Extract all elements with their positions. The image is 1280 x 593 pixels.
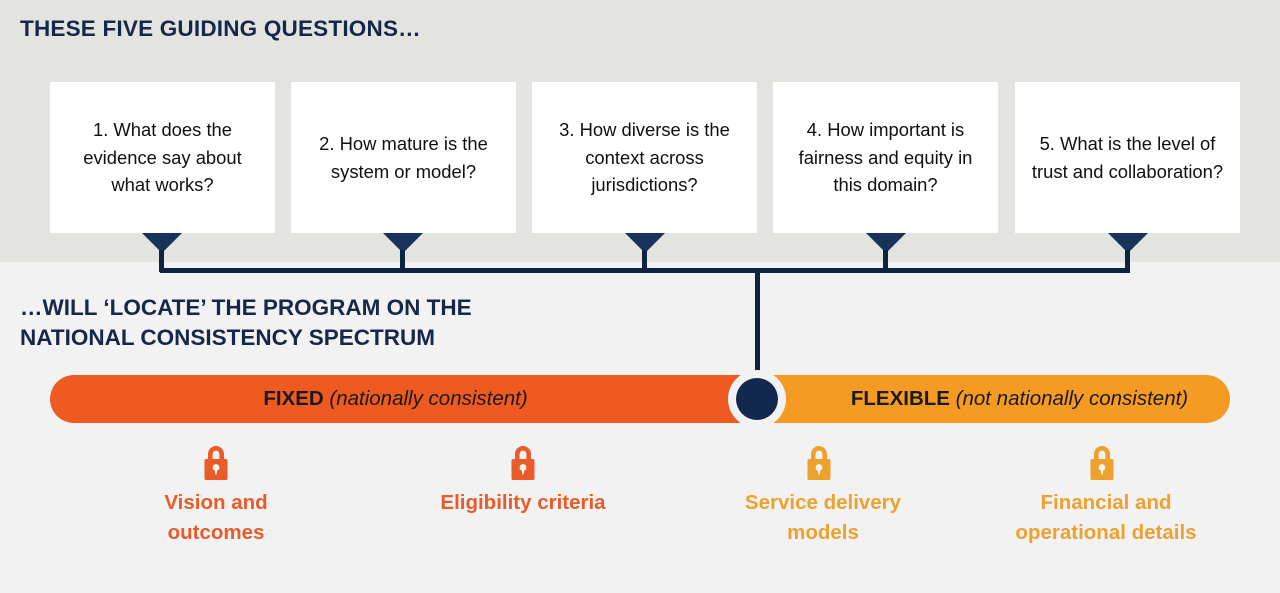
spectrum-heading: …WILL ‘LOCATE’ THE PROGRAM ON THE NATION… (20, 293, 580, 353)
connector-bus-line (160, 268, 1130, 273)
question-card-1-text: 1. What does the evidence say about what… (83, 118, 242, 196)
lock-item-service-delivery-models: Service delivery models (728, 440, 918, 547)
spectrum-heading-line-1: …WILL ‘LOCATE’ THE PROGRAM ON THE (20, 295, 472, 320)
lock-item-eligibility-criteria: Eligibility criteria (428, 440, 618, 518)
spectrum-fixed-label: FIXED (nationally consistent) (263, 387, 527, 411)
question-card-4: 4. How important is fairness and equity … (773, 82, 998, 233)
lock-open-icon (807, 446, 831, 480)
question-card-5: 5. What is the level of trust and collab… (1015, 82, 1240, 233)
spectrum-marker-dot[interactable] (736, 378, 778, 420)
connector-stem-2 (400, 250, 405, 272)
lock-closed-icon (511, 446, 535, 480)
lock-label-vision-and-outcomes: Vision and outcomes (164, 491, 268, 544)
spectrum-flexible-qualifier: (not nationally consistent) (955, 387, 1189, 410)
connector-arrow-1-icon (142, 233, 182, 253)
spectrum-fixed-title: FIXED (263, 387, 324, 410)
spectrum-fixed-qualifier: (nationally consistent) (329, 387, 528, 410)
lock-label-financial-and-operational-details: Financial and operational details (1015, 491, 1197, 544)
spectrum-panel (0, 262, 1280, 593)
question-card-1: 1. What does the evidence say about what… (50, 82, 275, 233)
lock-label-service-delivery-models: Service delivery models (744, 491, 902, 544)
question-card-3: 3. How diverse is the context across jur… (532, 82, 757, 233)
spectrum-heading-line-2: NATIONAL CONSISTENCY SPECTRUM (20, 325, 436, 351)
connector-stem-1 (159, 250, 164, 272)
spectrum-flexible-label: FLEXIBLE (not nationally consistent) (851, 387, 1188, 411)
consistency-spectrum-bar: FIXED (nationally consistent) FLEXIBLE (… (50, 375, 1230, 423)
question-card-3-text: 3. How diverse is the context across jur… (559, 118, 730, 196)
connector-stem-5 (1125, 250, 1130, 272)
lock-closed-icon (204, 446, 228, 480)
question-card-5-text: 5. What is the level of trust and collab… (1031, 132, 1224, 182)
lock-open-icon (1090, 446, 1114, 480)
connector-arrow-4-icon (866, 233, 906, 253)
connector-arrow-3-icon (625, 233, 665, 253)
lock-item-financial-and-operational-details: Financial and operational details (1011, 440, 1201, 547)
connector-arrow-5-icon (1108, 233, 1148, 253)
spectrum-segment-fixed: FIXED (nationally consistent) (50, 375, 757, 423)
page-title: THESE FIVE GUIDING QUESTIONS… (20, 16, 421, 41)
question-card-2: 2. How mature is the system or model? (291, 82, 516, 233)
connector-arrow-2-icon (383, 233, 423, 253)
connector-drop-line (755, 268, 760, 384)
spectrum-flexible-title: FLEXIBLE (850, 387, 950, 410)
spectrum-segment-flexible: FLEXIBLE (not nationally consistent) (757, 375, 1230, 423)
connector-stem-3 (642, 250, 647, 272)
lock-item-vision-and-outcomes: Vision and outcomes (121, 440, 311, 547)
lock-label-eligibility-criteria: Eligibility criteria (440, 491, 606, 514)
question-card-4-text: 4. How important is fairness and equity … (798, 118, 973, 196)
connector-stem-4 (883, 250, 888, 272)
question-card-2-text: 2. How mature is the system or model? (319, 132, 488, 182)
